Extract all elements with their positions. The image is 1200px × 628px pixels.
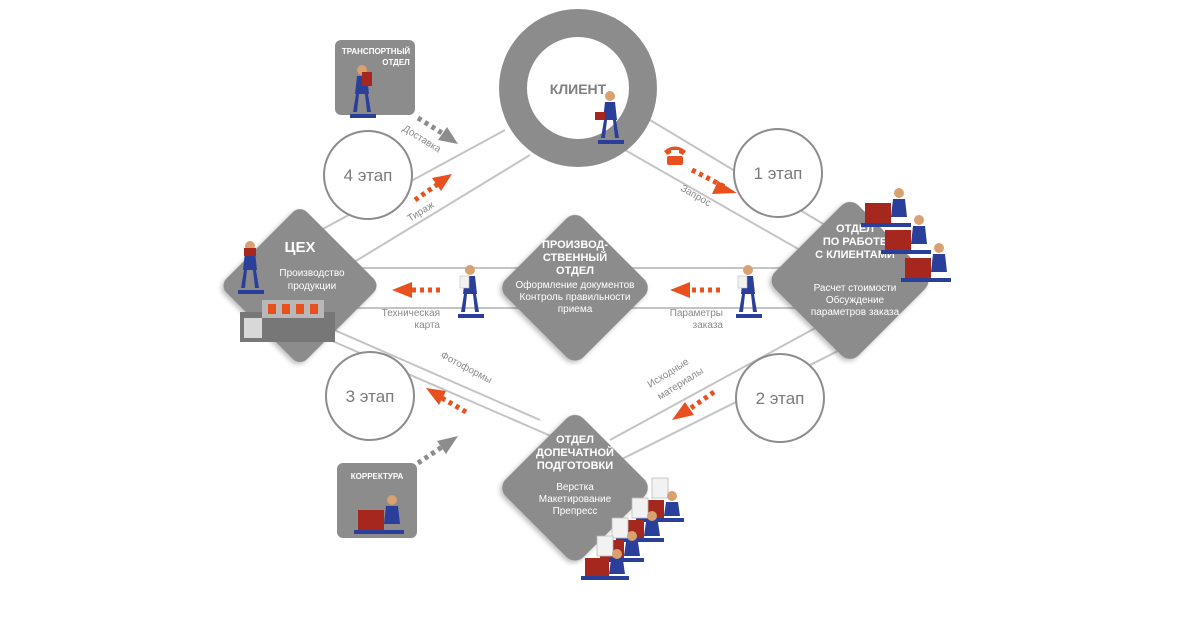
transport-title: ТРАНСПОРТНЫЙ	[342, 47, 411, 56]
stage-label: 3 этап	[346, 387, 395, 406]
flow-label-request: Запрос	[679, 183, 713, 209]
flow-label-order-params: Параметры	[670, 308, 723, 319]
prepress-title: ДОПЕЧАТНОЙ	[536, 446, 614, 459]
printing-press-icon	[240, 300, 335, 342]
production-line: Оформление документов	[516, 279, 635, 291]
workshop-line: Производство	[279, 268, 345, 279]
worker-with-boxes-icon	[238, 241, 264, 294]
arrow-tech-card	[392, 282, 440, 298]
prepress-line: Макетирование	[539, 494, 612, 505]
box-correction: КОРРЕКТУРА	[337, 463, 417, 538]
node-prepress: ОТДЕЛ ДОПЕЧАТНОЙ ПОДГОТОВКИ Верстка Маке…	[502, 414, 685, 581]
clients-dept-title: ПО РАБОТЕ	[823, 236, 887, 248]
phone-icon	[664, 146, 686, 165]
arrow-request	[690, 167, 737, 194]
box-transport: ТРАНСПОРТНЫЙ ОТДЕЛ	[335, 40, 415, 118]
node-clients-dept: ОТДЕЛ ПО РАБОТЕ С КЛИЕНТАМИ Расчет стоим…	[771, 188, 951, 359]
production-title: ПРОИЗВОД-	[542, 239, 608, 251]
production-title: ОТДЕЛ	[556, 265, 594, 277]
courier-icon	[350, 65, 376, 118]
flow-label-delivery: Доставка	[400, 123, 443, 155]
arrow-delivery	[416, 115, 458, 144]
arrow-photoforms	[426, 388, 468, 415]
stage-label: 1 этап	[754, 164, 803, 183]
workshop-line: продукции	[288, 281, 336, 292]
prepress-line: Верстка	[556, 482, 594, 493]
desk-worker-icon	[861, 188, 911, 227]
node-production: ПРОИЗВОД- СТВЕННЫЙ ОТДЕЛ Оформление доку…	[502, 214, 648, 361]
production-title: СТВЕННЫЙ	[543, 251, 607, 264]
stage-circle-1: 1 этап	[733, 128, 823, 218]
prepress-line: Препресс	[553, 506, 598, 517]
production-line: Контроль правильности	[520, 292, 631, 303]
production-line: приема	[558, 304, 593, 315]
flow-label-tech-card: Техническая	[382, 308, 440, 319]
flow-label-photoforms: Фотоформы	[439, 349, 494, 386]
clients-dept-title: С КЛИЕНТАМИ	[815, 249, 895, 261]
clients-dept-line: Расчет стоимости	[814, 283, 897, 294]
client-title: КЛИЕНТ	[550, 81, 607, 97]
stage-circle-3: 3 этап	[325, 351, 415, 441]
transport-title: ОТДЕЛ	[382, 58, 410, 67]
workshop-title: ЦЕХ	[285, 239, 316, 256]
client-ring: КЛИЕНТ	[499, 9, 657, 167]
stage-label: 2 этап	[756, 389, 805, 408]
arrow-correction	[416, 436, 458, 466]
prepress-title: ОТДЕЛ	[556, 434, 594, 446]
worker-with-paper-icon	[458, 265, 484, 318]
arrow-order-params	[670, 282, 720, 298]
stage-circle-2: 2 этап	[735, 353, 825, 443]
worker-with-paper-icon	[736, 265, 762, 318]
arrow-source-materials	[672, 389, 716, 420]
node-workshop: ЦЕХ Производство продукции	[223, 209, 377, 363]
businessman-icon	[595, 91, 624, 144]
flow-label-order-params: заказа	[693, 320, 724, 331]
clients-dept-line: параметров заказа	[811, 307, 900, 318]
flow-label-tech-card: карта	[414, 320, 440, 331]
arrow-print-run	[413, 174, 452, 203]
clients-dept-line: Обсуждение	[826, 294, 885, 306]
correction-title: КОРРЕКТУРА	[351, 472, 404, 481]
stage-circle-4: 4 этап	[323, 130, 413, 220]
prepress-title: ПОДГОТОВКИ	[537, 460, 613, 472]
stage-label: 4 этап	[344, 166, 393, 185]
